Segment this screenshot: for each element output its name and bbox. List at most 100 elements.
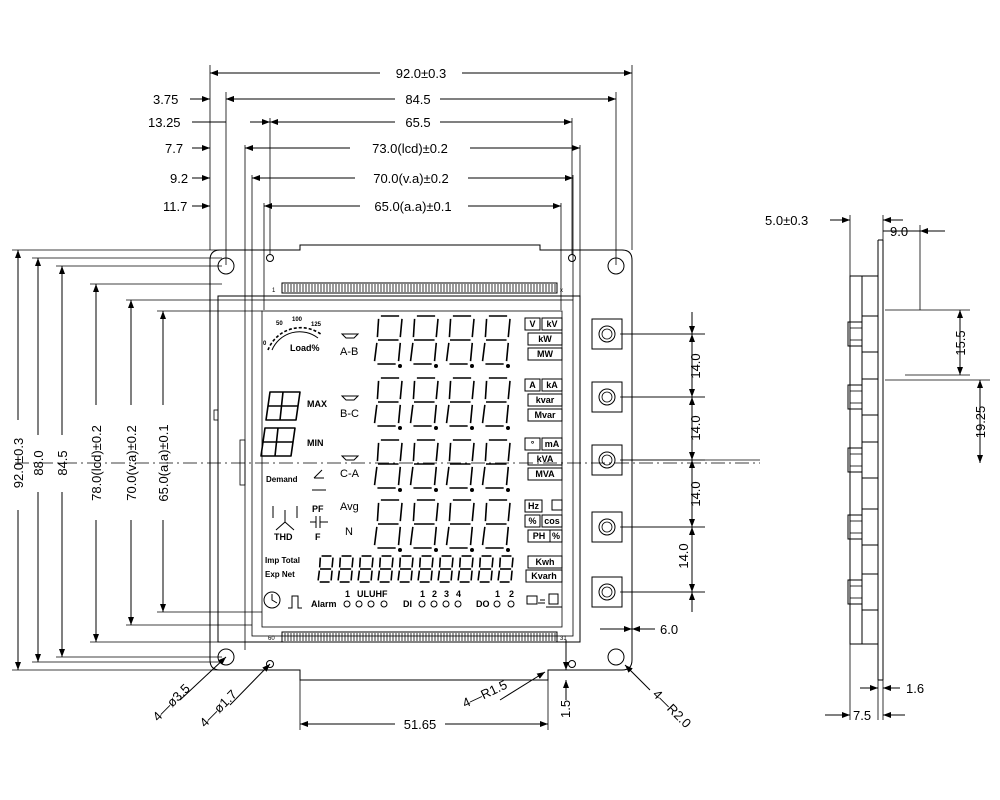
side-button-4 — [847, 508, 879, 546]
unit-box-2: kV — [541, 317, 563, 331]
dim-pitch-4: 14.0 — [676, 543, 691, 568]
dim-r2-0: 4—R2.0 — [650, 687, 694, 731]
svg-text:kVA: kVA — [537, 454, 554, 464]
svg-text:cos: cos — [544, 516, 560, 526]
unit-box-16: PH — [527, 529, 551, 543]
side-button-5 — [847, 573, 879, 611]
digit-row2-2 — [409, 377, 439, 430]
load-label: Load% — [290, 343, 320, 353]
di-dot-3: 3 — [442, 589, 450, 608]
label-max: MAX — [307, 399, 327, 409]
svg-text:2: 2 — [432, 589, 437, 599]
digit-bottom-6 — [417, 555, 434, 583]
dim-78-lcd: 78.0(lcd)±0.2 — [89, 425, 104, 501]
dim-88: 88.0 — [31, 450, 46, 475]
dim-84-5: 84.5 — [405, 92, 430, 107]
dim-6-0: 6.0 — [660, 622, 678, 637]
dim-65-aa-v: 65.0(a.a)±0.1 — [156, 424, 171, 501]
dim-13-25: 13.25 — [148, 115, 181, 130]
button-dimensions: 14.0 14.0 14.0 14.0 6.0 — [600, 312, 760, 640]
svg-text:%: % — [528, 516, 536, 526]
svg-text:V: V — [529, 319, 535, 329]
comm-icon — [526, 593, 562, 608]
digit-row3-3 — [445, 439, 475, 492]
svg-text:kvar: kvar — [536, 395, 555, 405]
mount-hole-tr — [607, 257, 625, 275]
side-button-3 — [847, 441, 879, 479]
svg-text:%: % — [552, 531, 560, 541]
label-pf: PF — [312, 504, 324, 514]
svg-text:kA: kA — [546, 380, 558, 390]
left-dimensions: 92.0±0.3 88.0 84.5 78.0(lcd)±0.2 70.0(v.… — [11, 249, 262, 671]
alarm-dot-2: UL — [355, 589, 369, 608]
unit-box-17: % — [549, 529, 563, 543]
unit-box-9: ° — [524, 437, 541, 451]
side-button-1 — [847, 315, 879, 353]
dim-3-75: 3.75 — [153, 92, 178, 107]
svg-text:31: 31 — [560, 636, 567, 642]
label-thd: THD — [274, 532, 293, 542]
svg-text:Kwh: Kwh — [536, 557, 555, 567]
dim-9-2: 9.2 — [170, 171, 188, 186]
digit-row4-3 — [445, 499, 475, 552]
dim-70-va: 70.0(v.a)±0.2 — [373, 171, 449, 186]
unit-box-15: cos — [541, 514, 563, 528]
label-min: MIN — [307, 438, 324, 448]
digit-row4-4 — [481, 499, 511, 552]
svg-text:Mvar: Mvar — [534, 410, 556, 420]
pcb-outline: 1 x 60 31 — [209, 244, 633, 681]
digit-row1-1 — [373, 315, 403, 368]
svg-text:1: 1 — [420, 589, 425, 599]
dim-pitch-3: 14.0 — [688, 481, 703, 506]
dim-7-5: 7.5 — [853, 708, 871, 723]
dim-r1-5: 4—R1.5 — [460, 677, 510, 711]
unit-box-6: kA — [541, 378, 563, 392]
sixteen-seg-digits — [260, 391, 301, 457]
svg-text:kV: kV — [546, 319, 557, 329]
svg-text:60: 60 — [268, 636, 275, 642]
digit-row3-2 — [409, 439, 439, 492]
svg-text:MW: MW — [537, 349, 553, 359]
dim-hole-3-5: 4—ø3.5 — [150, 681, 193, 724]
lcd-segments: 0 50 100 125 Load% A-B B-C C-A Avg N MAX… — [260, 317, 562, 609]
seven-segment-digits — [317, 315, 514, 583]
alarm-dot-1: 1 — [343, 589, 351, 608]
label-avg: Avg — [340, 501, 359, 513]
digit-bottom-1 — [317, 555, 334, 583]
load-scale-100: 100 — [292, 317, 303, 323]
dim-84-5-v: 84.5 — [55, 450, 70, 475]
di-dot-4: 4 — [454, 589, 462, 608]
label-f: F — [315, 532, 321, 542]
side-button-2 — [847, 378, 879, 416]
unit-box-18: Kwh — [527, 555, 563, 569]
label-demand: Demand — [266, 475, 298, 484]
unit-box-19: Kvarh — [525, 569, 563, 583]
svg-text:MVA: MVA — [535, 469, 555, 479]
di-dot-2: 2 — [430, 589, 438, 608]
dim-pitch-1: 14.0 — [688, 353, 703, 378]
load-scale-50: 50 — [276, 321, 283, 327]
unit-box-3: kW — [527, 332, 563, 346]
mount-hole-br — [607, 648, 625, 666]
di-dot-1: 1 — [418, 589, 426, 608]
svg-text:2: 2 — [509, 589, 514, 599]
svg-text:x: x — [560, 288, 563, 294]
do-dot-1: 1 — [493, 589, 501, 608]
load-scale-125: 125 — [311, 322, 322, 328]
label-do: DO — [476, 599, 490, 609]
digit-row2-3 — [445, 377, 475, 430]
connector-pins — [284, 284, 556, 641]
label-exp-net: Exp Net — [265, 570, 295, 579]
unit-box-13: Hz — [524, 499, 543, 513]
svg-text:UL: UL — [357, 589, 369, 599]
digit-row3-1 — [373, 439, 403, 492]
dim-11-7: 11.7 — [163, 199, 187, 214]
label-ca: C-A — [340, 468, 360, 480]
unit-box-14: % — [524, 514, 541, 528]
digit-bottom-3 — [357, 555, 374, 583]
digit-bottom-9 — [477, 555, 494, 583]
digit-row2-4 — [481, 377, 511, 430]
digit-row1-4 — [481, 315, 511, 368]
load-scale-0: 0 — [263, 341, 267, 347]
label-alarm: Alarm — [311, 599, 337, 609]
